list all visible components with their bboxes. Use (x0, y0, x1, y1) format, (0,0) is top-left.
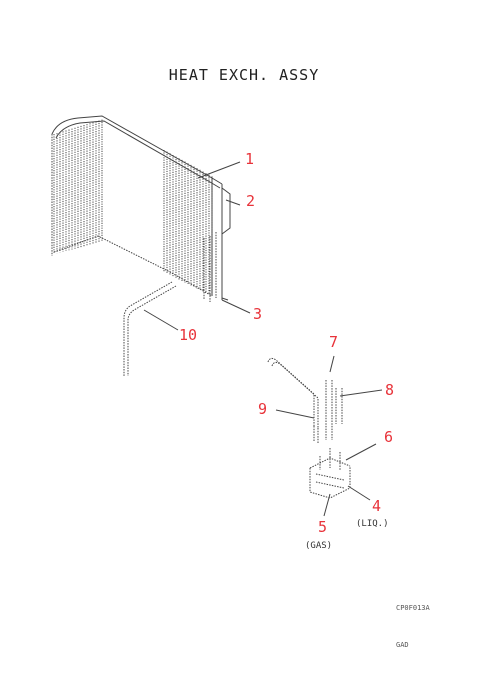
coil-outlet-connectors (203, 232, 229, 302)
callout-4-sub: (LIQ.) (356, 519, 389, 529)
callout-1: 1 (245, 150, 254, 168)
callout-3: 3 (253, 305, 262, 323)
callout-4: 4 (372, 497, 381, 515)
drawing-sub-code: GAD (396, 641, 409, 649)
coil-fins (53, 119, 213, 296)
callout-2: 2 (246, 192, 255, 210)
leader-lines (143, 161, 383, 517)
diagram-title: HEAT EXCH. ASSY (168, 66, 320, 84)
callout-5: 5 (318, 518, 327, 536)
callout-8: 8 (385, 381, 394, 399)
feed-tube (123, 281, 177, 376)
callout-9: 9 (258, 400, 267, 418)
drawing-code: CP0F013A (396, 604, 430, 612)
callout-10: 10 (179, 326, 197, 344)
callout-5-sub: (GAS) (305, 541, 332, 551)
callout-6: 6 (384, 428, 393, 446)
valve-assembly (267, 357, 351, 499)
callout-7: 7 (329, 333, 338, 351)
